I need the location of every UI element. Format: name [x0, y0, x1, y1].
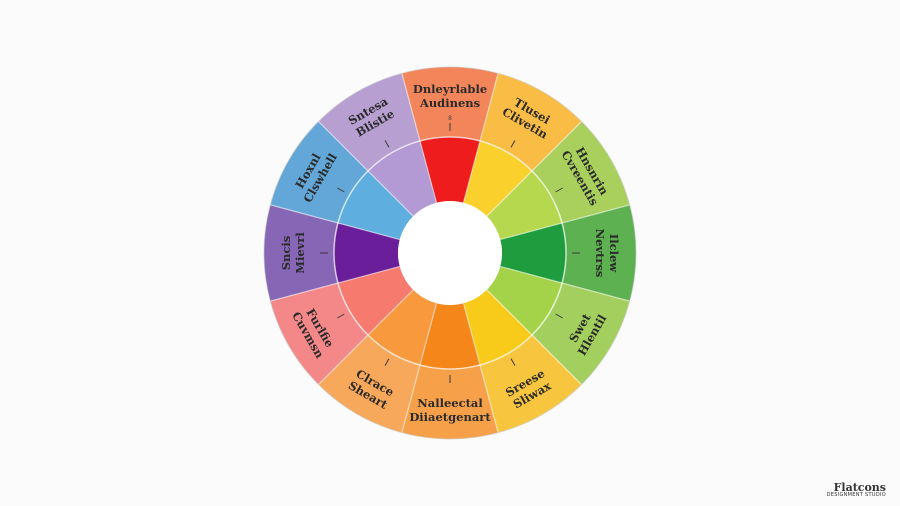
segment-marker [337, 313, 345, 319]
wheel-inner-segment [334, 222, 400, 284]
segment-divider [500, 204, 630, 241]
segment-label: Ilclew [607, 234, 621, 273]
segment-marker [384, 140, 390, 148]
watermark-title: Flatcons [833, 481, 886, 494]
wheel-outer-segment [562, 204, 636, 302]
wheel-inner-segment [486, 266, 563, 336]
segment-divider [486, 121, 582, 217]
wheel-inner-segment [486, 170, 563, 240]
segment-divider [500, 265, 630, 302]
wheel-inner-segment [419, 137, 481, 203]
segment-marker [384, 358, 390, 366]
wheel-center-hole [398, 201, 502, 305]
segment-marker [337, 187, 345, 193]
segment-divider [462, 73, 499, 203]
segment-divider [318, 121, 414, 217]
wheel-outer-segment [264, 204, 338, 302]
segment-label: Nalleectal [417, 396, 483, 410]
wheel-inner-segment [463, 140, 533, 217]
wheel-inner-segment [463, 289, 533, 366]
segment-divider [401, 303, 438, 433]
wheel-inner-segment [337, 266, 414, 336]
segment-divider [486, 289, 582, 385]
segment-label: Nevtrss [593, 229, 607, 278]
middle-ring [333, 136, 567, 370]
segment-marker [510, 358, 516, 366]
segment-sublabel: 8 [448, 115, 452, 122]
wheel-inner-segment [367, 140, 437, 217]
segment-divider [462, 303, 499, 433]
wheel-inner-segment [419, 303, 481, 369]
outer-ring [263, 66, 637, 440]
segment-divider [270, 204, 400, 241]
segment-divider [270, 265, 400, 302]
watermark: Flatcons DESIGNMENT STUDIO [827, 482, 886, 498]
segment-marker [555, 313, 563, 319]
wheel-inner-segment [337, 170, 414, 240]
wheel-outer-segment [401, 365, 499, 439]
segment-marker [555, 187, 563, 193]
segment-divider [318, 289, 414, 385]
segment-label: Audinens [419, 96, 480, 110]
wheel-inner-segment [367, 289, 437, 366]
segment-label: Mievrl [293, 232, 307, 274]
wheel-outer-segment [401, 67, 499, 141]
segment-marker [510, 140, 516, 148]
segment-divider [401, 73, 438, 203]
wheel-rings [263, 66, 637, 440]
watermark-subtitle: DESIGNMENT STUDIO [826, 492, 886, 498]
segment-label: Sncis [279, 236, 293, 271]
wheel-inner-segment [500, 222, 567, 284]
segment-label: Diiaetgenart [409, 410, 491, 424]
segment-label: Dnleyrlable [413, 82, 487, 96]
